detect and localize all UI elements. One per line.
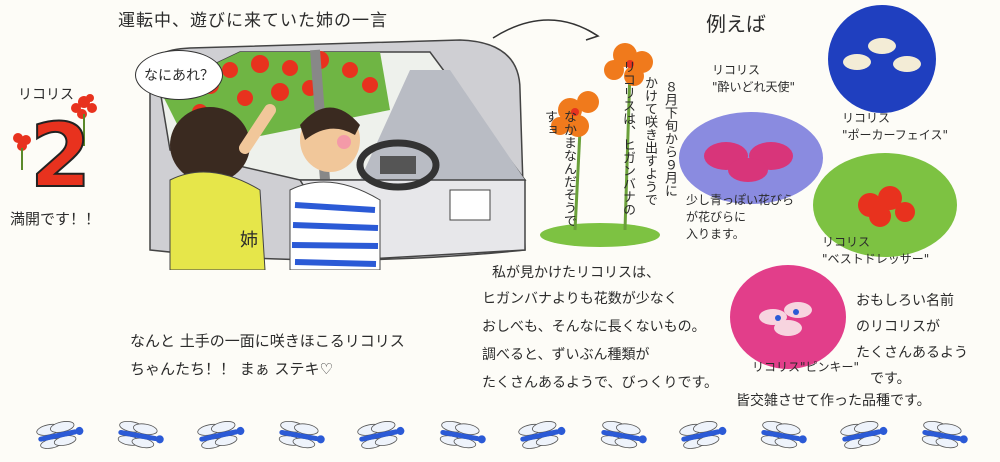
left-badge: リコリス 2 満開です！！: [8, 80, 118, 250]
dragonfly-icon: [512, 418, 568, 454]
middle-text-line5: たくさんあるようで、びっくりです。: [482, 375, 719, 391]
orange-lycoris-illustration: [540, 43, 660, 247]
closing-line4: です。: [870, 371, 911, 387]
bottom-caption-line2: ちゃんたち！！ まぁ ステキ♡: [130, 360, 333, 378]
vertical-note-col1: ８月下旬から９月に: [662, 80, 677, 197]
vertical-note-col4: なかまなんだそうですョ: [542, 110, 576, 227]
example2-name: リコリス "ポーカーフェイス": [842, 111, 948, 142]
badge-number: 2: [29, 104, 92, 207]
closing-line3: たくさんあるよう: [856, 345, 968, 361]
example3-name: リコリス "ベストドレッサー": [822, 235, 930, 266]
middle-text-line4: 調べると、ずいぶん種類が: [482, 347, 650, 363]
dragonfly-icon: [753, 418, 809, 454]
sister-label: 姉: [240, 230, 258, 251]
example1-name: リコリス "酔いどれ天使": [712, 63, 796, 94]
middle-text-line3: おしべも、そんなに長くないもの。: [482, 319, 706, 335]
speech-text: なにあれ？: [144, 68, 214, 84]
example1-note: 少し青っぽい花びら が花びらに 入ります。: [686, 193, 795, 241]
lycoris-green-swatch: [813, 153, 957, 257]
dragonfly-icon: [673, 418, 729, 454]
dragonfly-row: [30, 416, 970, 456]
closing-line1: おもしろい名前: [856, 293, 954, 309]
dragonfly-icon: [191, 418, 247, 454]
closing-line2: のリコリスが: [856, 319, 940, 335]
dragonfly-icon: [914, 418, 970, 454]
speech-bubble: なにあれ？: [135, 50, 223, 100]
badge-flower-icon: [71, 94, 97, 146]
vertical-note-col2: かけて咲き出すようで: [642, 76, 657, 206]
examples-heading: 例えば: [706, 12, 766, 36]
middle-text-line1: 私が見かけたリコリスは、: [492, 265, 660, 281]
lycoris-blue-swatch: [828, 5, 936, 113]
car-scene: なにあれ？ 姉: [130, 30, 530, 271]
middle-text-line2: ヒガンバナよりも花数が少なく: [482, 291, 678, 307]
dragonfly-icon: [351, 418, 407, 454]
header-caption: 運転中、遊びに来ていた姉の一言: [118, 11, 388, 31]
vertical-note-col3: リコリスは、ヒガンバナの: [620, 60, 635, 216]
dragonfly-icon: [834, 418, 890, 454]
arrow-icon: [492, 19, 600, 41]
dragonfly-icon: [271, 418, 327, 454]
badge-label: リコリス: [18, 87, 74, 103]
badge-status: 満開です！！: [10, 210, 101, 228]
dragonfly-icon: [593, 418, 649, 454]
closing-line5: 皆交雑させて作った品種です。: [736, 393, 931, 409]
badge-flower-left: [10, 130, 36, 170]
dragonfly-icon: [30, 418, 86, 454]
bottom-caption-line1: なんと 土手の一面に咲きほこるリコリス: [130, 332, 405, 350]
dragonfly-icon: [110, 418, 166, 454]
lycoris-magenta-swatch: [730, 265, 846, 369]
example4-name: リコリス"ピンキー": [752, 360, 860, 374]
lycoris-violet-swatch: [679, 112, 823, 204]
dragonfly-icon: [432, 418, 488, 454]
